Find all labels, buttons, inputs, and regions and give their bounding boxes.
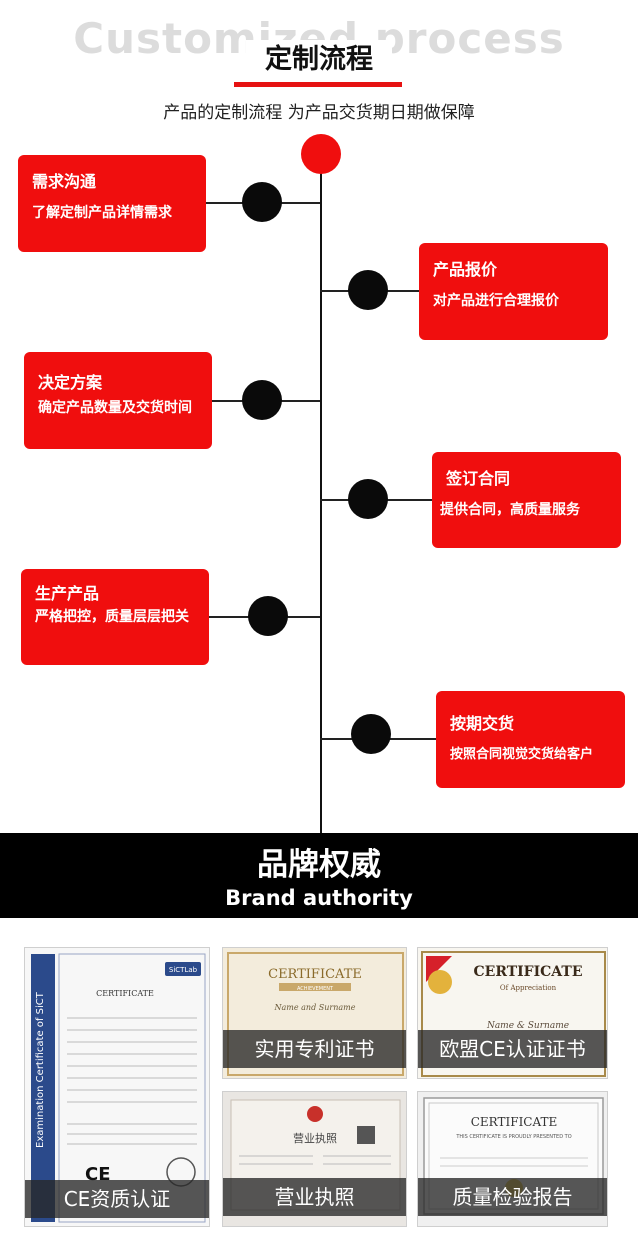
certificate-quality-report[interactable]: CERTIFICATE THIS CERTIFICATE IS PROUDLY … <box>417 1091 608 1227</box>
step-card-delivery[interactable]: 按期交货 按照合同视觉交货给客户 <box>436 691 625 788</box>
certificate-patent-graphic: CERTIFICATE ACHIEVEMENT Name and Surname <box>227 952 404 1076</box>
step-title: 签订合同 <box>446 469 511 488</box>
cert-side-text: Examination Certificate of SiCT <box>35 991 46 1148</box>
timeline-dot <box>248 596 288 636</box>
timeline-line <box>320 150 322 835</box>
step-title: 需求沟通 <box>32 172 97 191</box>
certificate-eu-ce-graphic: CERTIFICATE Of Appreciation Name & Surna… <box>421 951 606 1077</box>
step-card-requirements[interactable]: 需求沟通 了解定制产品详情需求 <box>18 155 206 252</box>
cert-heading: CERTIFICATE <box>268 967 362 982</box>
cert-ribbon: ACHIEVEMENT <box>297 986 334 992</box>
timeline-dot <box>351 714 391 754</box>
timeline-start-dot <box>301 134 341 174</box>
certificate-label: 实用专利证书 <box>223 1030 406 1068</box>
step-desc: 按照合同视觉交货给客户 <box>450 747 594 762</box>
brand-title: 品牌权威 <box>257 847 381 883</box>
cert-heading: CERTIFICATE <box>96 989 154 998</box>
certificate-label: 欧盟CE认证证书 <box>418 1030 607 1068</box>
step-desc: 提供合同，高质量服务 <box>440 502 580 518</box>
step-desc: 了解定制产品详情需求 <box>32 205 172 221</box>
svg-text:CE: CE <box>85 1164 111 1185</box>
certificate-label: 营业执照 <box>223 1178 406 1216</box>
brand-subtitle: Brand authority <box>225 886 413 910</box>
step-desc: 确定产品数量及交货时间 <box>38 400 192 416</box>
cert-heading: CERTIFICATE <box>474 964 583 980</box>
timeline-dot <box>348 270 388 310</box>
brand-banner: 品牌权威 Brand authority <box>0 833 638 918</box>
page-title: 定制流程 <box>246 40 392 80</box>
certificate-eu-ce[interactable]: CERTIFICATE Of Appreciation Name & Surna… <box>417 947 608 1079</box>
certificate-label: 质量检验报告 <box>418 1178 607 1216</box>
cert-sub: Of Appreciation <box>500 984 557 992</box>
step-title: 产品报价 <box>433 260 498 279</box>
step-card-production[interactable]: 生产产品 严格把控，质量层层把关 <box>21 569 209 665</box>
cert-name-line: Name & Surname <box>486 1021 569 1031</box>
timeline-dot <box>242 380 282 420</box>
step-title: 生产产品 <box>35 584 100 603</box>
step-title: 决定方案 <box>38 373 103 392</box>
step-card-quotation[interactable]: 产品报价 对产品进行合理报价 <box>419 243 608 340</box>
step-desc: 对产品进行合理报价 <box>433 293 559 309</box>
certificate-patent[interactable]: CERTIFICATE ACHIEVEMENT Name and Surname… <box>222 947 407 1079</box>
step-card-plan[interactable]: 决定方案 确定产品数量及交货时间 <box>24 352 212 449</box>
certificate-business-license[interactable]: 营业执照 营业执照 <box>222 1091 407 1227</box>
step-card-contract[interactable]: 签订合同 提供合同，高质量服务 <box>432 452 621 548</box>
step-title: 按期交货 <box>450 714 515 733</box>
certificate-ce-graphic: SiCTLab CERTIFICATE Examination Certific… <box>31 953 206 1223</box>
timeline-dot <box>242 182 282 222</box>
title-underline <box>234 82 402 87</box>
cert-heading: 营业执照 <box>293 1131 337 1145</box>
cert-name-line: Name and Surname <box>274 1003 356 1012</box>
step-desc: 严格把控，质量层层把关 <box>35 609 189 625</box>
certificate-label: CE资质认证 <box>25 1180 209 1218</box>
cert-heading: CERTIFICATE <box>471 1115 558 1129</box>
cert-logo-text: SiCTLab <box>169 966 198 974</box>
certificate-ce[interactable]: SiCTLab CERTIFICATE Examination Certific… <box>24 947 210 1227</box>
cert-sub: THIS CERTIFICATE IS PROUDLY PRESENTED TO <box>455 1134 571 1140</box>
page-subtitle: 产品的定制流程 为产品交货期日期做保障 <box>163 103 475 123</box>
timeline-dot <box>348 479 388 519</box>
